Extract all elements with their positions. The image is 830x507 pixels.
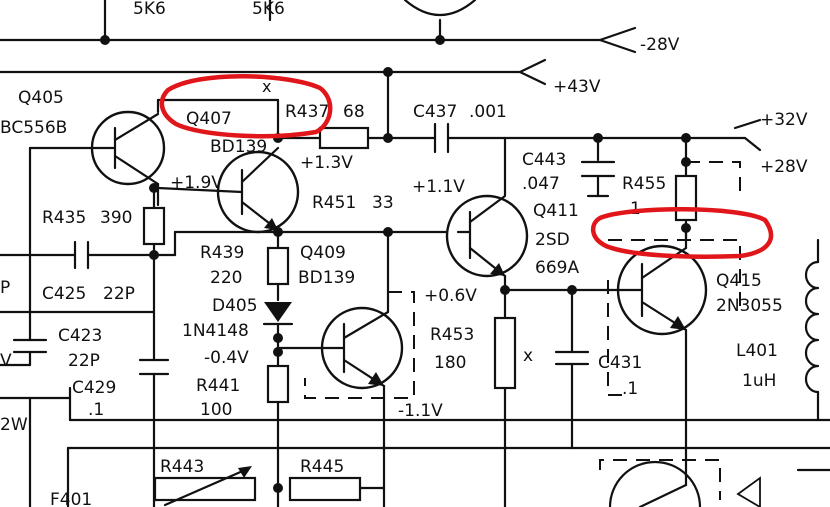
r439-value-label: 220: [210, 268, 242, 288]
c431-value-label: .1: [622, 379, 638, 399]
capacitor-c431: C431 .1: [554, 288, 642, 450]
r445-ref-label: R445: [300, 457, 344, 477]
c423-value-label: 22P: [68, 351, 100, 371]
c443-ref-label: C443: [522, 150, 566, 170]
resistor-r453: +0.6V R453 180 x: [424, 285, 614, 507]
transistor-q415: Q415 2N3055: [607, 226, 783, 462]
node-top-mid: [435, 35, 445, 45]
q405-part-label: BC556B: [0, 118, 67, 138]
bd139-q407-part-label: BD139: [210, 137, 267, 157]
resistor-r455: R455 1: [622, 160, 698, 240]
resistor-r435: R435 390: [42, 186, 166, 362]
r435-value-label: 390: [100, 208, 132, 228]
voltage-plus-1-9v-label: +1.9V: [170, 173, 223, 193]
left-capacitor-fragment-label: P: [0, 278, 10, 298]
c429-ref-label: C429: [72, 378, 116, 398]
voltage-plus-0-6v-label: +0.6V: [424, 286, 477, 306]
d405-part-label: 1N4148: [182, 321, 249, 341]
c443-value-label: .047: [522, 174, 560, 194]
annotation-circle-r455: [591, 207, 774, 259]
r441-ref-label: R441: [196, 376, 240, 396]
fuse-f401-fragment-label: F401: [50, 490, 92, 507]
voltage-minus-0-4v-label: -0.4V: [204, 348, 249, 368]
transistor-q407: BD139: [156, 137, 300, 234]
l401-ref-label: L401: [736, 341, 778, 361]
r437-ref-label: R437: [285, 102, 329, 122]
not-fitted-top-marker-label: x: [262, 77, 271, 96]
diode-d405: D405 1N4148 -0.4V: [182, 296, 294, 368]
capacitor-c425: P C425 22P: [0, 240, 156, 304]
l401-value-label: 1uH: [742, 371, 776, 391]
resistor-r441: R441 100: [196, 364, 290, 422]
resistor-r443: R443 F401: [50, 418, 283, 507]
q411-part2-label: 669A: [535, 258, 579, 278]
r439-ref-label: R439: [200, 243, 244, 263]
rail-43v-label: +43V: [553, 77, 601, 97]
q407-ref-label: Q407: [186, 109, 232, 129]
r435-ref-label: R435: [42, 208, 86, 228]
top-fragment: 5K6 5K6 -28V: [0, 0, 680, 55]
q409-ref-label: Q409: [300, 243, 346, 263]
resistor-r439: R439 220 Q409 BD139: [200, 230, 355, 302]
c425-ref-label: C425: [42, 284, 86, 304]
left-voltage-fragment-label: V: [0, 351, 12, 371]
voltage-minus-1-1v-label: -1.1V: [398, 401, 443, 421]
c431-ref-label: C431: [598, 353, 642, 373]
q405-ref-label: Q405: [18, 88, 64, 108]
power-rating-fragment-label: 2W: [0, 415, 28, 435]
capacitor-c437: C437 .001: [413, 102, 507, 197]
r453-value-label: 180: [434, 353, 466, 373]
q415-part-label: 2N3055: [716, 296, 783, 316]
c425-value-label: 22P: [103, 284, 135, 304]
transistor-q411: Q411 2SD 669A: [445, 194, 579, 292]
transistor-q409: -1.1V: [276, 230, 443, 421]
resistor-r445: R445: [288, 408, 386, 507]
r451-value-label: 33: [372, 193, 394, 213]
r455-ref-label: R455: [622, 174, 666, 194]
capacitor-c443: C443 .047: [522, 136, 616, 198]
resistor-r437: R437 68 +1.3V +1.9V: [170, 102, 437, 193]
r443-ref-label: R443: [160, 457, 204, 477]
c437-ref-label: C437: [413, 102, 457, 122]
voltage-plus-1-1v-label: +1.1V: [412, 177, 465, 197]
q411-part1-label: 2SD: [535, 230, 570, 250]
inductor-l401: L401 1uH: [736, 238, 820, 422]
resistor-r451: R451 33 +1.1V: [152, 177, 465, 257]
lower-bus: [0, 396, 830, 507]
transistor-q405: Q405 BC556B: [0, 88, 166, 342]
rail-43v: +43V: [0, 58, 601, 140]
c429-value-label: .1: [88, 400, 104, 420]
annotation-circle-q407: [159, 74, 333, 139]
resistor-5k6-a-label: 5K6: [133, 0, 166, 19]
lower-output-transistor-fragment: [599, 458, 830, 507]
r453-ref-label: R453: [430, 325, 474, 345]
r437-value-label: 68: [343, 102, 365, 122]
rail-28v-label: +28V: [760, 157, 808, 177]
capacitor-c423: C423 22P V: [0, 310, 156, 371]
r451-ref-label: R451: [312, 193, 356, 213]
capacitor-c429: C429 .1 2W: [0, 358, 170, 435]
c423-ref-label: C423: [58, 326, 102, 346]
q411-ref-label: Q411: [533, 201, 579, 221]
not-fitted-marker-label: x: [523, 346, 533, 366]
rails-right: +32V +28V: [503, 110, 808, 195]
rail-32v-label: +32V: [760, 110, 808, 130]
rail-minus-28v-label: -28V: [640, 35, 680, 55]
d405-ref-label: D405: [212, 296, 258, 316]
node-top-left: [100, 35, 110, 45]
c437-value-label: .001: [469, 102, 507, 122]
q415-ref-label: Q415: [716, 271, 762, 291]
resistor-5k6-b-label: 5K6: [252, 0, 285, 19]
r441-value-label: 100: [200, 400, 232, 420]
voltage-plus-1-3v-label: +1.3V: [300, 153, 353, 173]
q409-part-label: BD139: [298, 268, 355, 288]
